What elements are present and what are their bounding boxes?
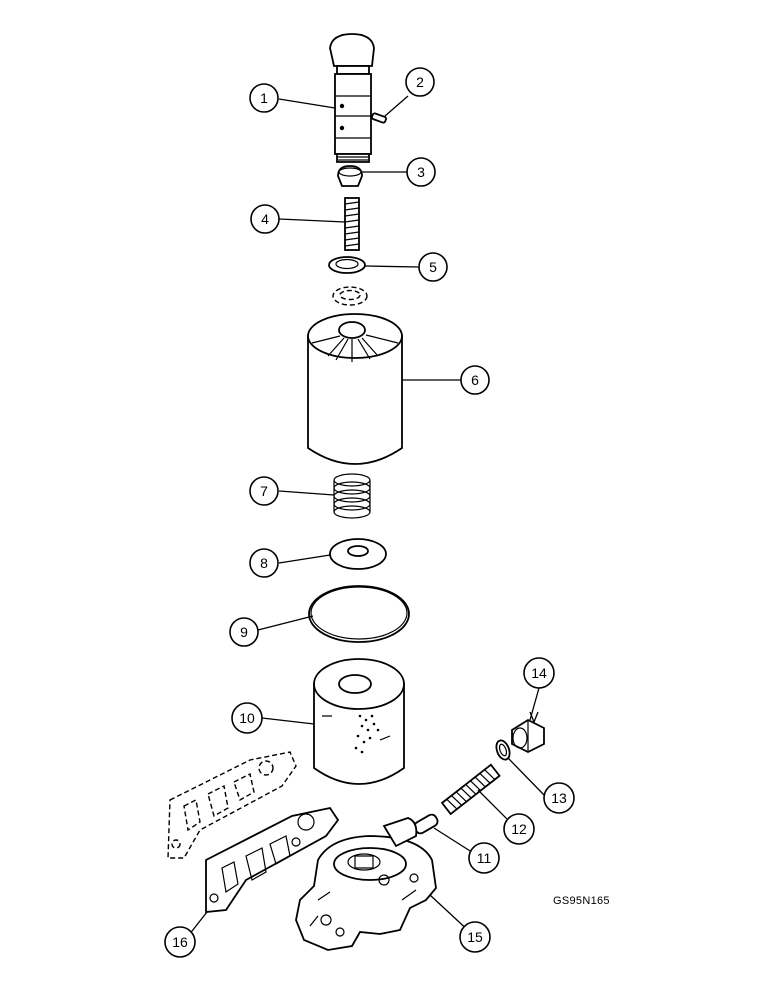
part-2-pin [371,112,387,124]
part-13-o-ring [495,739,511,761]
callout-label: 9 [240,624,248,640]
callout-15: 15 [459,921,491,953]
part-10-filter-element [313,658,405,785]
leader-lines [184,95,546,941]
callout-2: 2 [405,67,435,97]
drawing-code: GS95N165 [553,895,610,907]
callout-16: 16 [164,926,196,958]
part-5-seal [328,256,366,274]
part-3-valve [337,165,363,187]
callout-11: 11 [468,842,500,874]
callout-label: 3 [417,164,425,180]
callout-label: 14 [531,665,547,681]
callout-5: 5 [418,252,448,282]
callout-10: 10 [231,702,263,734]
callout-12: 12 [503,813,535,845]
callout-label: 12 [511,821,527,837]
callout-label: 6 [471,372,479,388]
part-15-filter-head [295,817,437,951]
callout-label: 8 [260,555,268,571]
callout-label: 10 [239,710,255,726]
part-9-gasket [308,585,410,643]
dashed-gasket-outline [167,751,297,859]
callout-13: 13 [543,782,575,814]
part-12-spring [440,763,501,816]
callout-1: 1 [249,83,279,113]
callout-9: 9 [229,617,259,647]
callout-label: 5 [429,259,437,275]
callout-label: 2 [416,74,424,90]
callout-7: 7 [249,476,279,506]
callout-8: 8 [249,548,279,578]
callout-label: 13 [551,790,567,806]
part-4-spring [344,197,360,251]
callout-label: 7 [260,483,268,499]
part-16-gasket [205,806,340,913]
part-1-valve-body [329,33,375,163]
callout-label: 4 [261,211,269,227]
part-6-filter-housing [307,313,403,465]
callout-label: 11 [477,850,492,866]
part-7-spring [333,473,371,519]
dashed-seal-ring [332,286,368,306]
callout-label: 1 [260,90,268,106]
callout-6: 6 [460,365,490,395]
callout-14: 14 [523,657,555,689]
callout-4: 4 [250,204,280,234]
callout-label: 15 [467,929,483,945]
callout-3: 3 [406,157,436,187]
callout-label: 16 [172,934,188,950]
part-14-plug [511,718,545,754]
part-8-washer [329,538,387,570]
